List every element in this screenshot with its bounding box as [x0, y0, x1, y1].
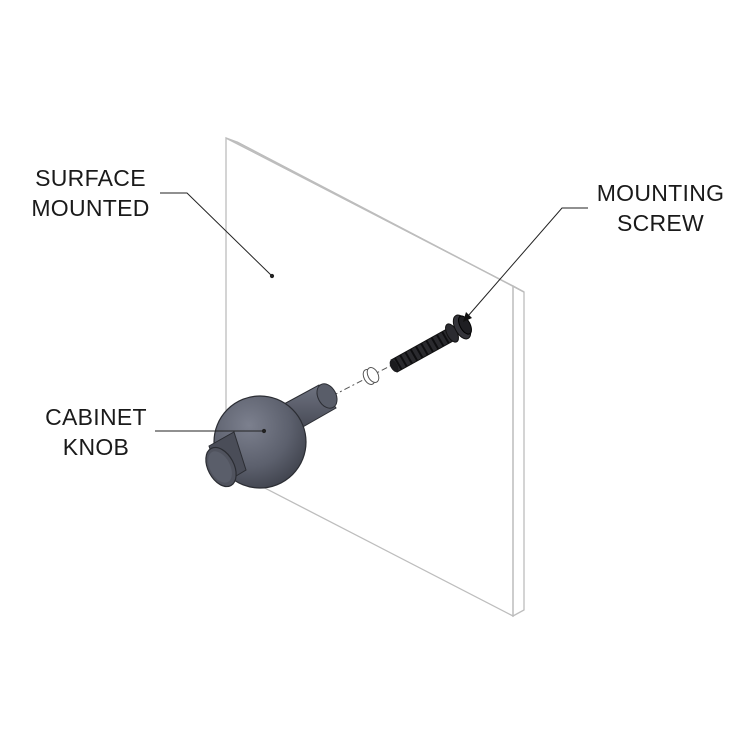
cabinet-knob	[205, 383, 338, 489]
center-axis-line	[331, 364, 393, 397]
mounting-screw	[389, 314, 472, 373]
label-surface-line1: SURFACE	[35, 165, 146, 191]
label-cabinet-knob: CABINET KNOB	[40, 402, 152, 462]
label-surface-mounted: SURFACE MOUNTED	[28, 163, 153, 223]
label-surface-line2: MOUNTED	[31, 195, 150, 221]
leader-screw	[467, 207, 588, 317]
label-screw-line2: SCREW	[616, 210, 705, 236]
label-screw-line1: MOUNTING	[596, 180, 725, 206]
washer-ring	[362, 367, 380, 385]
label-knob-line1: CABINET	[45, 404, 147, 430]
label-mounting-screw: MOUNTING SCREW	[588, 178, 733, 238]
leader-lines	[155, 192, 588, 434]
label-knob-line2: KNOB	[62, 434, 130, 460]
leader-surface	[160, 192, 273, 277]
